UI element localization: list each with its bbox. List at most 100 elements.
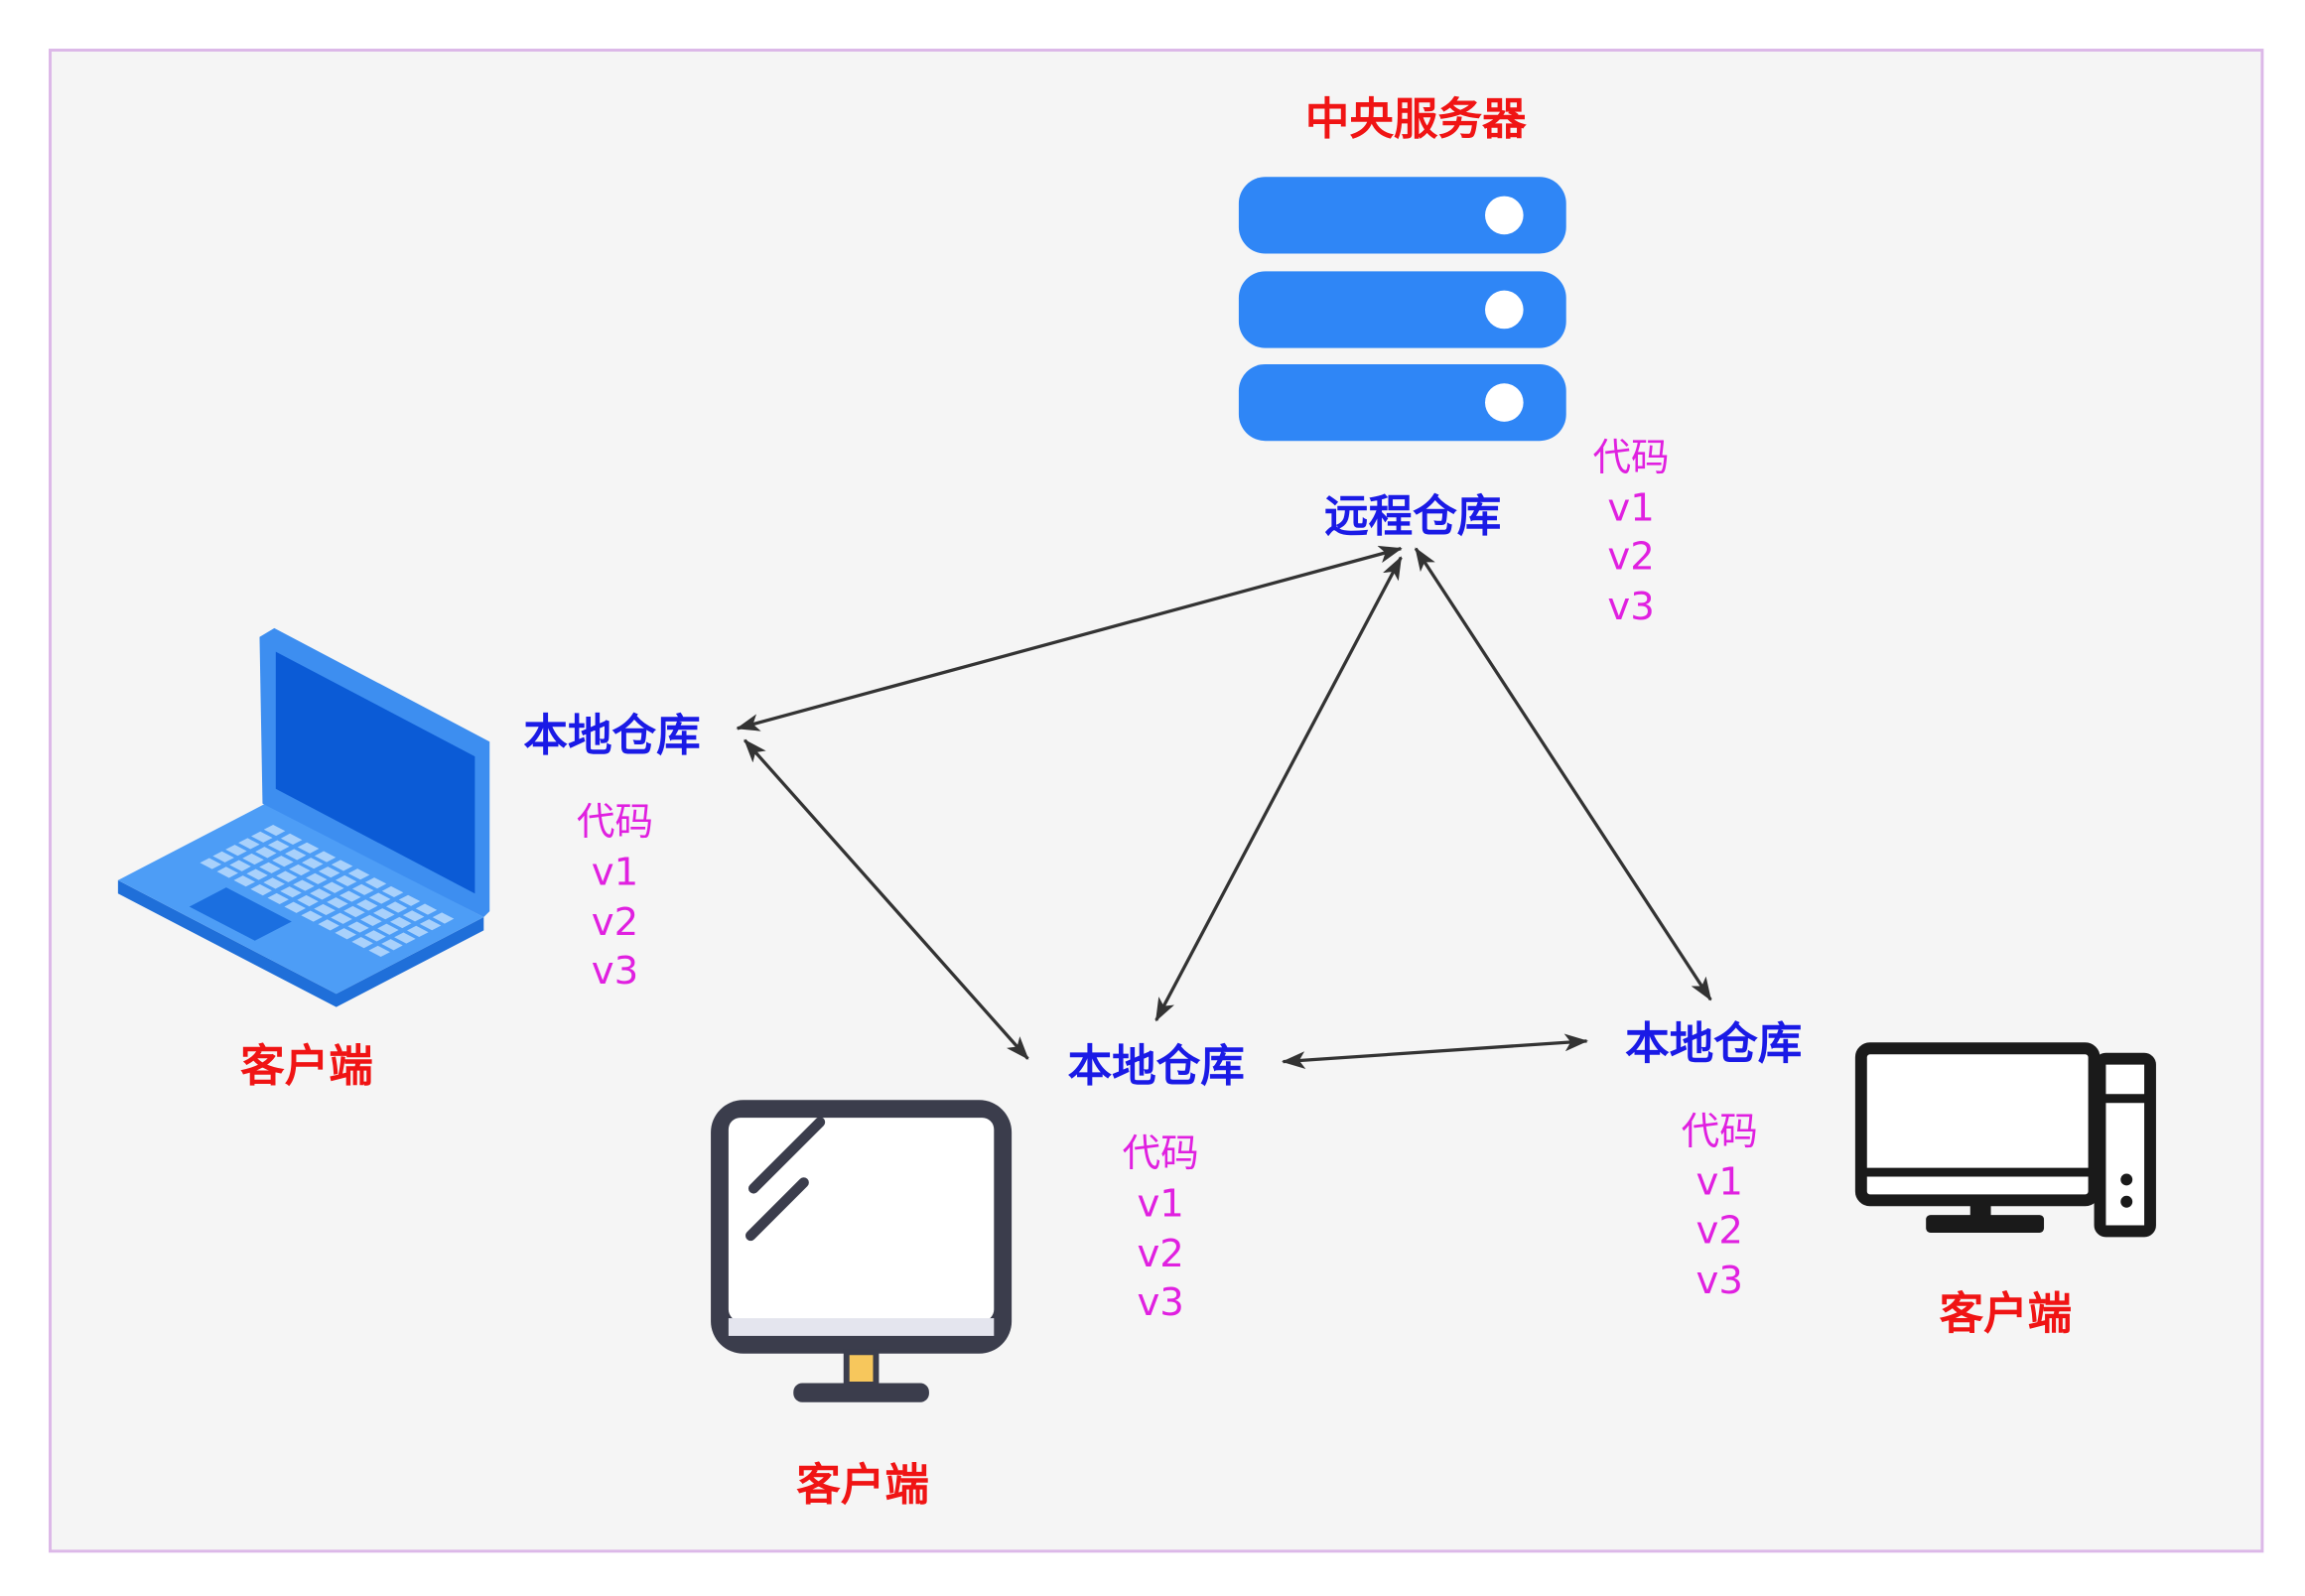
laptop-key (200, 858, 222, 869)
laptop-key (285, 849, 307, 861)
server-led (1485, 290, 1524, 330)
version-item: v2 (1695, 1208, 1742, 1253)
monitor-screen (728, 1118, 995, 1322)
code-heading: 代码 (1123, 1131, 1199, 1176)
laptop-key (259, 862, 281, 873)
middle-code-versions: 代码 v1 v2 v3 (1123, 1131, 1199, 1325)
version-item: v1 (592, 850, 638, 894)
laptop-key (331, 860, 353, 871)
laptop-key (301, 858, 324, 869)
code-heading: 代码 (1592, 436, 1669, 480)
server-led (1485, 383, 1524, 422)
laptop-key (255, 847, 277, 859)
laptop-key (335, 874, 357, 886)
version-item: v1 (1137, 1182, 1183, 1227)
desktop-monitor-neck (1969, 1200, 1991, 1219)
arrow-middle-local-right-local (1281, 1033, 1588, 1070)
remote-repo-label: 远程仓库 (1324, 490, 1501, 542)
laptop-key (310, 888, 332, 900)
laptop-key (432, 912, 455, 924)
laptop-key (212, 851, 234, 863)
laptop-key (280, 886, 302, 898)
laptop-key (318, 919, 339, 931)
laptop-key (229, 860, 251, 871)
laptop-key (360, 914, 382, 926)
desktop-tower-button (2120, 1195, 2133, 1208)
laptop-key (368, 945, 390, 957)
remote-code-versions: 代码 v1 v2 v3 (1592, 436, 1669, 629)
laptop-key (398, 894, 421, 906)
version-item: v3 (1137, 1280, 1183, 1325)
left-local-repo-label: 本地仓库 (523, 710, 700, 761)
laptop-key (293, 879, 315, 891)
middle-local-repo-label: 本地仓库 (1068, 1040, 1245, 1092)
laptop-key (318, 866, 340, 878)
laptop-key (323, 881, 344, 893)
laptop-key (343, 905, 365, 918)
version-item: v2 (592, 900, 638, 945)
version-item: v1 (1695, 1159, 1742, 1204)
laptop-key (263, 825, 286, 837)
laptop-key (419, 919, 442, 931)
laptop-key (306, 872, 328, 884)
monitor-icon (711, 1100, 1013, 1402)
laptop-key (377, 923, 399, 935)
left-code-versions: 代码 v1 v2 v3 (577, 800, 653, 994)
laptop-key (238, 838, 260, 850)
laptop-key (331, 912, 352, 924)
laptop-key (385, 901, 408, 913)
laptop-key (327, 897, 348, 909)
server-led (1485, 196, 1524, 235)
laptop-key (347, 868, 370, 880)
code-heading: 代码 (577, 800, 653, 845)
laptop-key (347, 921, 369, 933)
desktop-monitor (1854, 1042, 2101, 1207)
desktop-tower-button (2120, 1173, 2133, 1186)
laptop-key (381, 885, 404, 897)
laptop-key (250, 883, 272, 896)
version-item: v2 (1607, 534, 1654, 579)
right-local-repo-label: 本地仓库 (1625, 1018, 1802, 1070)
laptop-key (251, 831, 273, 843)
laptop-key (246, 868, 268, 880)
laptop-key (351, 883, 374, 895)
monitor-neck (843, 1349, 880, 1388)
right-client-label: 客户端 (1940, 1288, 2073, 1340)
server-rack-unit (1238, 177, 1566, 254)
server-icon (1238, 177, 1566, 442)
laptop-key (314, 903, 336, 915)
laptop-key (381, 939, 403, 951)
laptop-key (368, 892, 391, 904)
laptop-key (289, 864, 311, 876)
server-rack-unit (1238, 271, 1566, 348)
left-client-label: 客户端 (240, 1040, 373, 1092)
laptop-key (356, 899, 378, 911)
laptop-key (284, 901, 306, 913)
code-heading: 代码 (1682, 1110, 1758, 1154)
laptop-touchpad (189, 887, 292, 941)
monitor-stand (793, 1383, 929, 1402)
monitor-glare (747, 1117, 826, 1194)
laptop-key (297, 842, 320, 854)
monitor-screen-bottom (728, 1318, 995, 1336)
laptop-key (335, 928, 356, 940)
laptop-key (402, 910, 425, 922)
laptop-key (339, 890, 361, 902)
laptop-screen (275, 651, 475, 894)
laptop-key (272, 856, 294, 867)
server-rack-unit (1238, 363, 1566, 442)
laptop-base-edge (117, 879, 484, 1007)
laptop-key (225, 845, 247, 857)
monitor-glare (745, 1177, 809, 1242)
version-item: v3 (1607, 585, 1654, 629)
connection-arrows (736, 545, 1712, 1070)
laptop-key (364, 877, 387, 889)
laptop-key (280, 833, 303, 845)
right-code-versions: 代码 v1 v2 v3 (1682, 1110, 1758, 1303)
desktop-computer-icon (1854, 1042, 2156, 1238)
laptop-key (394, 932, 416, 944)
laptop-key (389, 916, 412, 929)
laptop-key (301, 910, 323, 922)
version-item: v3 (1695, 1259, 1742, 1303)
